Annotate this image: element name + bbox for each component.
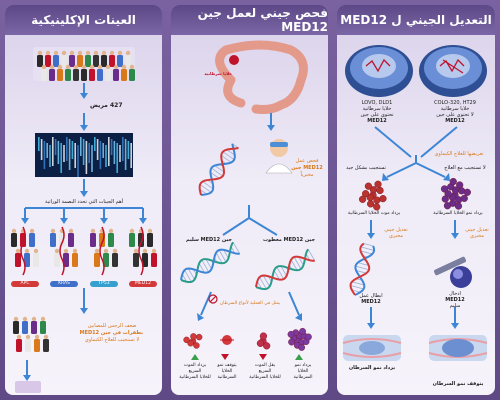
edit-right-l2: مخبري	[469, 233, 485, 239]
edited-dna-icon	[349, 242, 376, 296]
screening-panel: فحص جيني لعمل جين MED12	[171, 5, 328, 395]
screening-illustration	[180, 40, 316, 360]
grow-cancer-label: يزداد نمو السرطان	[348, 365, 396, 371]
reduced-death-cells-icon	[256, 332, 271, 350]
dna-sequencing-icon	[35, 133, 133, 177]
chemo-note: يمثل في العملية لأنواع السرطان	[219, 301, 281, 306]
restore-l3: سليم	[449, 303, 461, 309]
mutated-label: جين MED12 معطوب	[262, 237, 316, 243]
disable-l1: ابطال عمل	[359, 293, 383, 299]
patients-count: 427 مريض	[90, 102, 123, 109]
disable-l2: MED12	[361, 299, 381, 305]
left-cells-l1: LOVO, DLD1	[361, 100, 393, 106]
restore-l2: MED12	[445, 297, 465, 303]
edit-left-l1: تعديل جيني	[384, 227, 408, 233]
outcome-3-l2: السريع	[258, 369, 272, 374]
outcome-1-l1: يزداد الموت	[183, 363, 207, 368]
patients-crowd-icon	[33, 47, 135, 81]
injection-icon	[433, 256, 472, 288]
outcome-4-l1: يزداد نمو	[294, 363, 312, 368]
cell-with-med12-icon	[345, 45, 413, 97]
outcome-2-l2: الخلايا	[221, 369, 233, 374]
outcome-2-l3: السرطانية	[217, 375, 237, 380]
outcome-4-l3: السرطانية	[293, 375, 313, 380]
dividing-cell-icon	[220, 335, 234, 345]
dna-helix-icon	[198, 143, 239, 196]
right-cells-l3: لا تحتوي على جين	[436, 112, 474, 118]
editing-panel: التعديل الجيني ل MED12	[337, 5, 495, 395]
right-cells-l4: MED12	[445, 118, 465, 124]
genes-caption: أهم الجينات التي تحدد البصمة الوراثية	[45, 199, 123, 205]
test-line-1: فحص عمل	[295, 158, 319, 164]
editing-illustration	[342, 45, 488, 361]
intact-label: جين MED12 سليم	[185, 237, 233, 243]
footnote-line-1: ضعف الرجس للمصابين	[87, 323, 137, 329]
intact-dna-icon	[180, 241, 241, 284]
outcome-3-l1: يقل الموت	[254, 363, 276, 368]
growing-cells-cluster-icon	[440, 177, 471, 210]
outcome-1-l3: للخلايا السرطانية	[179, 375, 211, 380]
outcome-1-l2: السريع	[188, 369, 202, 374]
samples-title: العينات الإكلينيكية	[5, 5, 162, 35]
scientist-icon	[265, 139, 293, 174]
tissue-growth-icon	[342, 335, 402, 361]
mutated-dna-icon	[255, 248, 316, 291]
left-cells-l2: خلايا سرطانية	[362, 106, 392, 112]
gene-label-kras: KRAS	[50, 281, 78, 287]
right-cells-l2: خلايا سرطانية	[440, 106, 470, 112]
editing-title: التعديل الجيني ل MED12	[337, 5, 495, 35]
gene-label-apc: APC	[11, 281, 39, 287]
screening-title: فحص جيني لعمل جين MED12	[171, 5, 328, 35]
respond-label: تستجيب بشكل جيد	[346, 165, 386, 171]
dying-cells-cluster-icon	[358, 180, 387, 211]
test-line-2: MED12 جين	[291, 165, 323, 171]
outcome-2-l1: يتوقف نمو	[217, 363, 237, 368]
stop-cancer-label: يتوقف نمو السرطان	[432, 381, 484, 387]
right-cells-l1: COLO-320, HT29	[434, 100, 476, 106]
growth-label: يزداد نمو الخلايا السرطانية	[433, 211, 483, 216]
samples-illustration	[11, 47, 157, 393]
cell-without-med12-icon	[419, 45, 487, 97]
footnote-line-2: بطفرات في جين MED12	[79, 330, 143, 336]
tumor-cluster-icon	[287, 327, 312, 351]
outcome-4-l2: الخلايا	[297, 369, 309, 374]
samples-panel: العينات الإكلينيكية	[5, 5, 162, 395]
chemo-exposure: تعريضها للعلاج الكيماوي	[434, 151, 484, 157]
left-cells-l4: MED12	[367, 118, 387, 124]
tumor-label: خلايا سرطانية	[204, 71, 232, 76]
gene-label-tp53: TP53	[90, 281, 118, 287]
edit-left-l2: مخبري	[388, 233, 404, 239]
colon-icon	[215, 40, 308, 114]
gene-label-med12: MED12	[129, 281, 157, 287]
outcome-3-l3: للخلايا السرطانية	[249, 375, 281, 380]
nonresponders-group-icon	[13, 316, 49, 352]
footnote-line-3: لا تستجيب للعلاج الكيماوي	[84, 337, 140, 343]
edit-right-l1: تعديل جيني	[465, 227, 489, 233]
left-cells-l3: تحتوي على جين	[360, 112, 394, 118]
test-line-3: مخبرياً	[300, 172, 314, 178]
death-label: يزداد موت الخلايا السرطانية	[347, 211, 401, 216]
patient-groups-icon	[11, 226, 157, 276]
not-respond-label: لا تستجيب مع العلاج	[444, 165, 486, 171]
tissue-arrest-icon	[428, 335, 488, 361]
restore-l1: ادخال	[449, 291, 461, 297]
dying-cells-icon	[183, 333, 203, 349]
